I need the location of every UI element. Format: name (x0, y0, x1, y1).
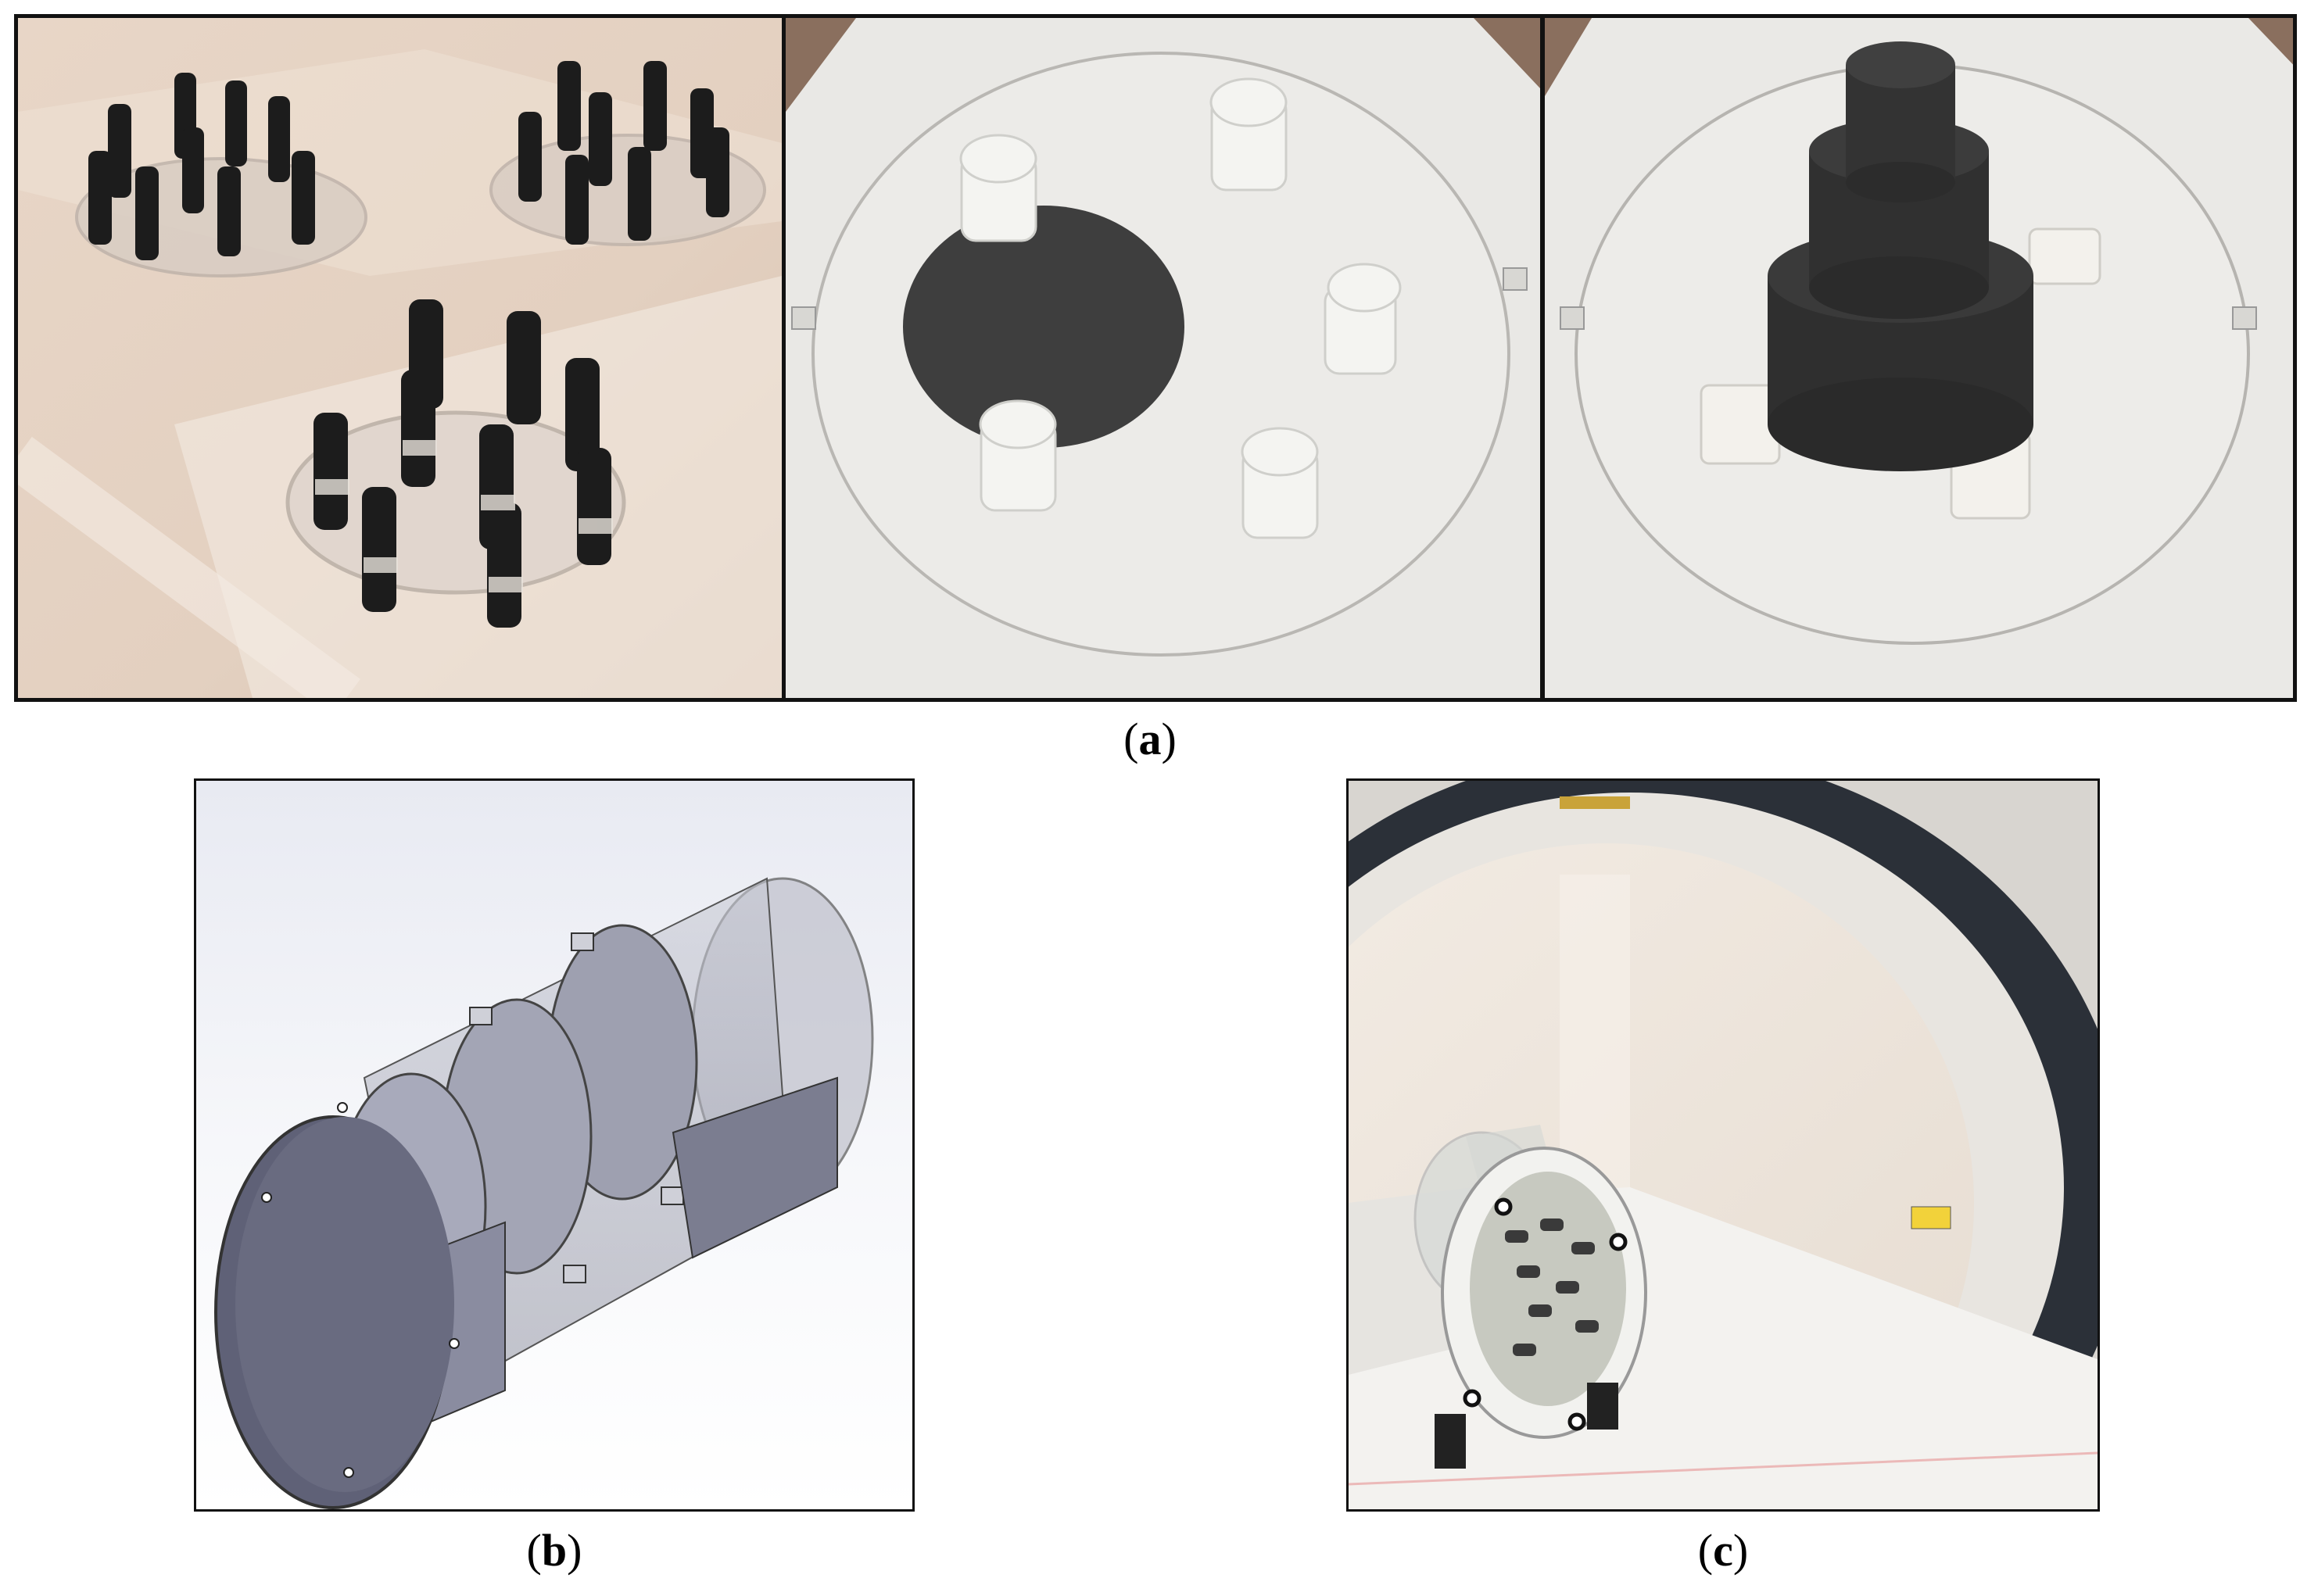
panel-b-cad-rendering (194, 778, 915, 1512)
white-cylinders-dark-disc-image (786, 18, 1540, 698)
caption-open-paren: ( (526, 1525, 542, 1576)
panel-c-scanner-photo (1346, 778, 2100, 1512)
caption-letter-c: c (1713, 1525, 1733, 1576)
caption-open-paren: ( (1123, 714, 1139, 764)
phantom-in-scanner-image (1349, 781, 2098, 1509)
caption-letter-b: b (541, 1525, 568, 1576)
caption-letter-a: a (1138, 714, 1162, 764)
stacked-dark-cylinders-image (1545, 18, 2293, 698)
caption-close-paren: ) (1732, 1525, 1749, 1576)
panel-a-photo-strip (14, 14, 2297, 702)
caption-open-paren: ( (1697, 1525, 1714, 1576)
caption-close-paren: ) (567, 1525, 582, 1576)
panel-a-photo-3 (1545, 18, 2293, 698)
phantom-holder-cad-image (196, 781, 912, 1509)
panel-b-caption: (b) (476, 1524, 632, 1576)
panel-a-photo-1 (18, 18, 782, 698)
panel-a-photo-2 (786, 18, 1540, 698)
panel-c-caption: (c) (1645, 1524, 1801, 1576)
vials-on-plates-image (18, 18, 782, 698)
caption-close-paren: ) (1161, 714, 1177, 764)
panel-a-caption: (a) (1072, 713, 1228, 765)
